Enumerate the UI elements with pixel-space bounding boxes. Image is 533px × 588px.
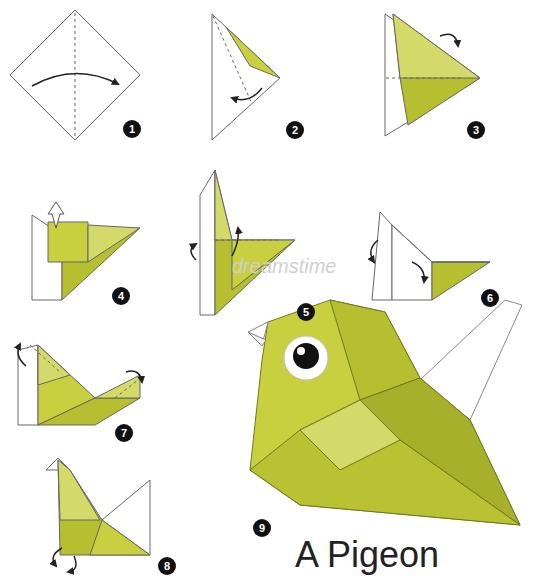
watermark: dreamstime — [232, 255, 336, 278]
step-number: 2 — [286, 121, 304, 139]
step-number-text: 9 — [259, 523, 265, 534]
step-number-text: 4 — [118, 291, 124, 302]
step-3-figure — [385, 14, 480, 136]
step-number: 1 — [123, 120, 141, 138]
step-6-figure — [371, 212, 490, 300]
step-1-figure — [10, 10, 140, 140]
pigeon-figure — [248, 300, 522, 525]
step-4-figure — [32, 202, 140, 300]
step-number-text: 1 — [129, 124, 135, 135]
step-number: 3 — [467, 121, 485, 139]
step-number-text: 2 — [292, 125, 298, 136]
step-number-text: 6 — [487, 293, 493, 304]
step-number: 9 — [253, 519, 271, 537]
step-number: 6 — [481, 289, 499, 307]
step-number: 8 — [158, 557, 176, 575]
step-number: 7 — [115, 424, 133, 442]
step-number-text: 8 — [164, 561, 170, 572]
step-7-figure — [18, 344, 142, 425]
step-8-figure — [46, 458, 150, 572]
step-number: 4 — [112, 287, 130, 305]
step-number-text: 5 — [303, 307, 309, 318]
step-2-figure — [212, 14, 280, 140]
caption: A Pigeon — [295, 534, 439, 576]
step-5-figure — [191, 170, 295, 315]
step-number: 5 — [297, 303, 315, 321]
step-number-text: 7 — [121, 428, 127, 439]
step-number-text: 3 — [473, 125, 479, 136]
